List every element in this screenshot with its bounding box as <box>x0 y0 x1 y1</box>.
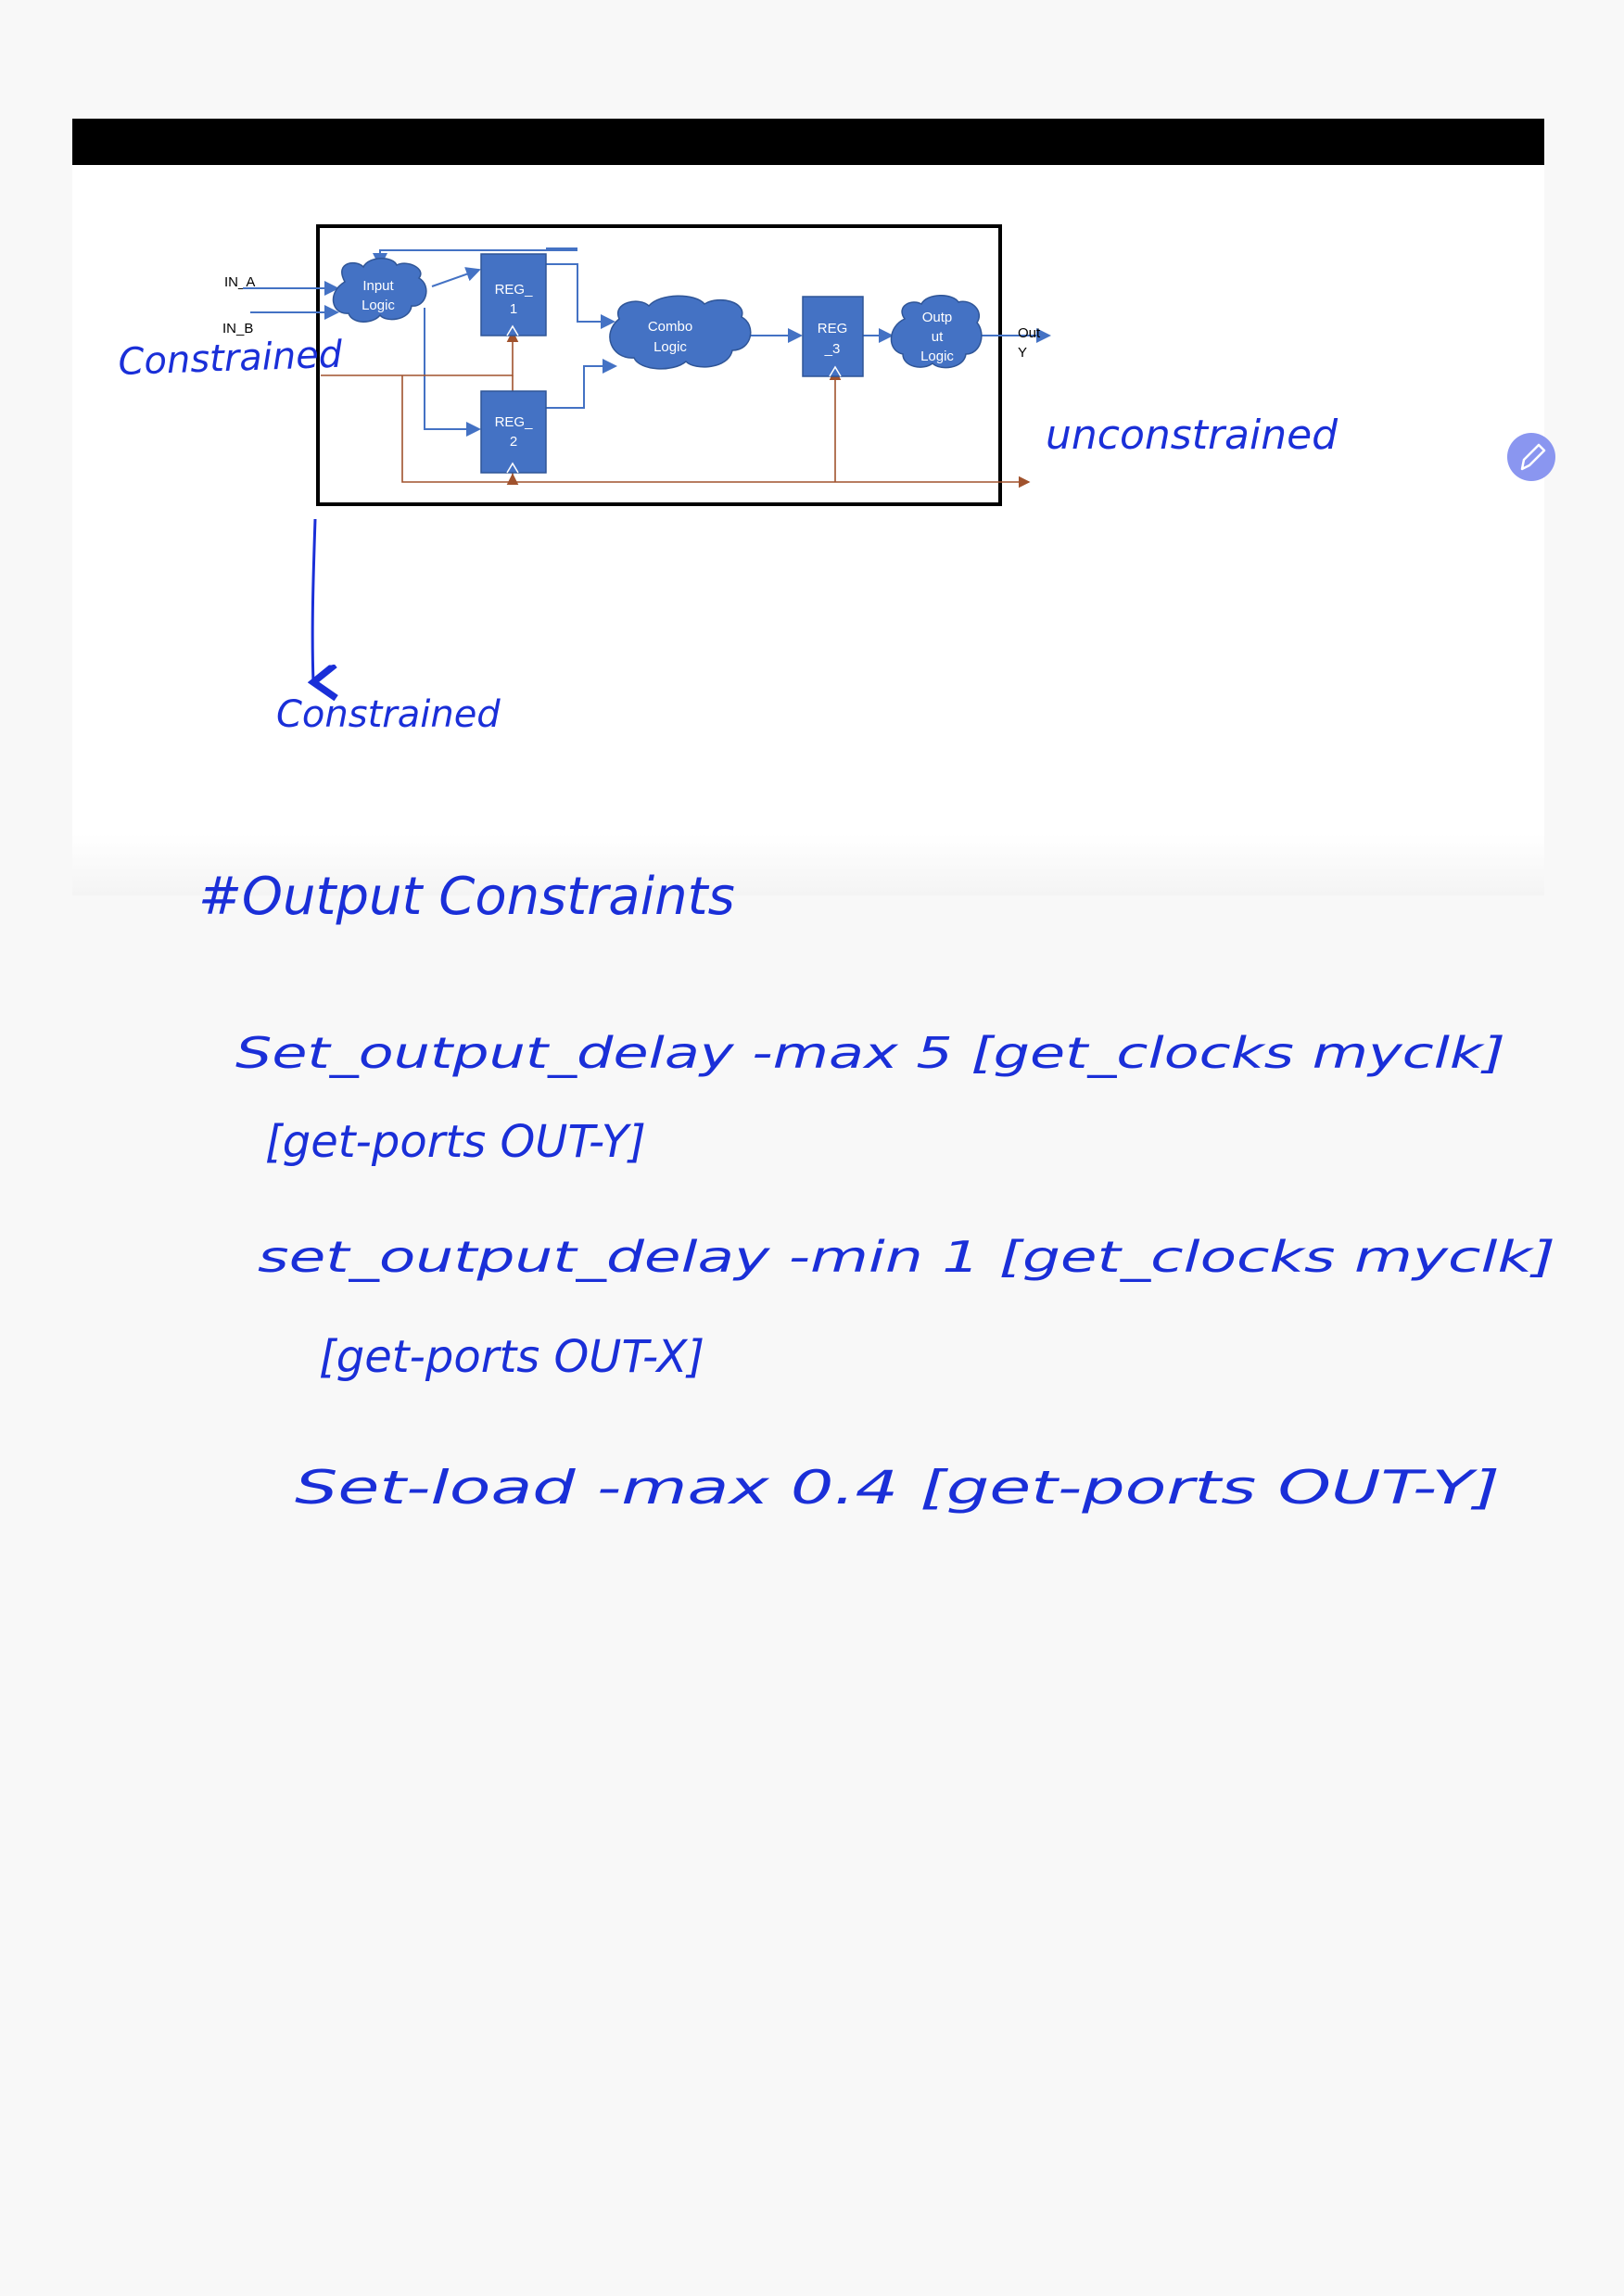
reg2-block: REG_ 2 <box>480 390 547 474</box>
reg2-label-1: REG_ <box>495 414 534 430</box>
output-logic-cloud: Outp ut Logic <box>890 295 983 369</box>
annotation-constrained-bottom: Constrained <box>276 693 501 736</box>
pencil-icon <box>1520 443 1546 471</box>
edit-button[interactable] <box>1507 433 1555 481</box>
design-boundary <box>316 224 1002 506</box>
input-logic-label-2: Logic <box>362 298 395 313</box>
pin-in-a: IN_A <box>224 274 255 290</box>
output-logic-label-1: Outp <box>922 310 953 325</box>
combo-logic-label-1: Combo <box>648 319 692 335</box>
data-wires <box>243 247 1051 437</box>
notes-line-2: [get-ports OUT-Y] <box>265 1116 646 1168</box>
output-logic-label-2: ut <box>932 329 944 345</box>
input-logic-label-1: Input <box>362 278 394 294</box>
reg3-block: REG _3 <box>802 296 864 377</box>
pin-out-label-1: Out <box>1018 325 1041 341</box>
combo-logic-label-2: Logic <box>653 339 687 355</box>
constrained-arrow <box>312 518 315 682</box>
pin-in-b: IN_B <box>222 321 253 336</box>
reg3-label-2: _3 <box>824 341 841 357</box>
annotation-unconstrained: unconstrained <box>1046 412 1339 459</box>
reg1-block: REG_ 1 <box>480 253 547 336</box>
notes-line-1: Set_output_delay -max 5 [get_clocks mycl… <box>235 1028 1505 1078</box>
reg1-label-2: 1 <box>510 301 517 317</box>
notes-heading: #Output Constraints <box>198 867 735 927</box>
annotation-constrained-left: Constrained <box>118 334 344 384</box>
reg1-label-1: REG_ <box>495 282 534 298</box>
output-logic-label-3: Logic <box>920 349 954 364</box>
notes-line-3: set_output_delay -min 1 [get_clocks mycl… <box>258 1232 1555 1282</box>
notes-line-5: Set-load -max 0.4 [get-ports OUT-Y] <box>295 1461 1500 1515</box>
slide-bottom-fade <box>72 834 1544 895</box>
slide-title-bar <box>72 119 1544 165</box>
notes-line-4: [get-ports OUT-X] <box>319 1331 704 1383</box>
reg3-label-1: REG <box>818 321 848 336</box>
combo-logic-cloud: Combo Logic <box>609 295 752 370</box>
pin-out-label-2: Y <box>1018 345 1027 361</box>
input-logic-cloud: Input Logic <box>332 258 427 323</box>
reg2-label-2: 2 <box>510 434 517 450</box>
